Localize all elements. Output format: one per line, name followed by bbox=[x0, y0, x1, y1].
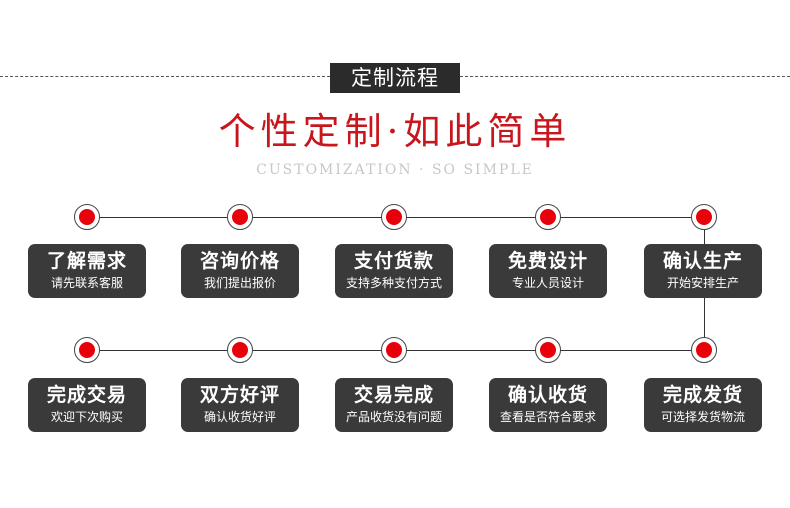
step-node bbox=[691, 204, 717, 230]
main-title: 个性定制·如此简单 bbox=[218, 110, 572, 153]
step-node bbox=[74, 337, 100, 363]
step-card-complete-transaction: 完成交易 欢迎下次购买 bbox=[28, 378, 146, 432]
subtitle: CUSTOMIZATION · SO SIMPLE bbox=[256, 162, 534, 178]
step-card-mutual-review: 双方好评 确认收货好评 bbox=[181, 378, 299, 432]
step-card-payment: 支付货款 支持多种支付方式 bbox=[335, 244, 453, 298]
step-title: 支付货款 bbox=[353, 250, 434, 272]
step-title: 双方好评 bbox=[199, 384, 280, 406]
step-node bbox=[227, 204, 253, 230]
step-node bbox=[535, 337, 561, 363]
step-node bbox=[381, 204, 407, 230]
step-card-understand-needs: 了解需求 请先联系客服 bbox=[28, 244, 146, 298]
step-description: 欢迎下次购买 bbox=[50, 410, 123, 424]
step-description: 确认收货好评 bbox=[203, 410, 276, 424]
step-title: 完成发货 bbox=[662, 384, 743, 406]
step-title: 确认收货 bbox=[507, 384, 588, 406]
header-divider-right bbox=[460, 76, 790, 77]
step-description: 支持多种支付方式 bbox=[345, 276, 442, 290]
step-card-shipment: 完成发货 可选择发货物流 bbox=[644, 378, 762, 432]
header-label: 定制流程 bbox=[330, 63, 460, 93]
step-description: 专业人员设计 bbox=[511, 276, 584, 290]
step-title: 了解需求 bbox=[46, 250, 127, 272]
step-description: 开始安排生产 bbox=[666, 276, 739, 290]
step-description: 查看是否符合要求 bbox=[499, 410, 596, 424]
step-node bbox=[381, 337, 407, 363]
step-title: 交易完成 bbox=[353, 384, 434, 406]
header-divider-left bbox=[0, 76, 330, 77]
step-node bbox=[227, 337, 253, 363]
step-card-confirm-production: 确认生产 开始安排生产 bbox=[644, 244, 762, 298]
step-description: 请先联系客服 bbox=[50, 276, 123, 290]
step-card-confirm-receipt: 确认收货 查看是否符合要求 bbox=[489, 378, 607, 432]
step-card-price-inquiry: 咨询价格 我们提出报价 bbox=[181, 244, 299, 298]
step-card-transaction-complete: 交易完成 产品收货没有问题 bbox=[335, 378, 453, 432]
step-node bbox=[74, 204, 100, 230]
step-description: 可选择发货物流 bbox=[660, 410, 745, 424]
step-node bbox=[691, 337, 717, 363]
step-description: 我们提出报价 bbox=[203, 276, 276, 290]
step-node bbox=[535, 204, 561, 230]
step-title: 确认生产 bbox=[662, 250, 743, 272]
step-card-free-design: 免费设计 专业人员设计 bbox=[489, 244, 607, 298]
step-title: 咨询价格 bbox=[199, 250, 280, 272]
step-title: 免费设计 bbox=[507, 250, 588, 272]
step-description: 产品收货没有问题 bbox=[345, 410, 442, 424]
step-title: 完成交易 bbox=[46, 384, 127, 406]
